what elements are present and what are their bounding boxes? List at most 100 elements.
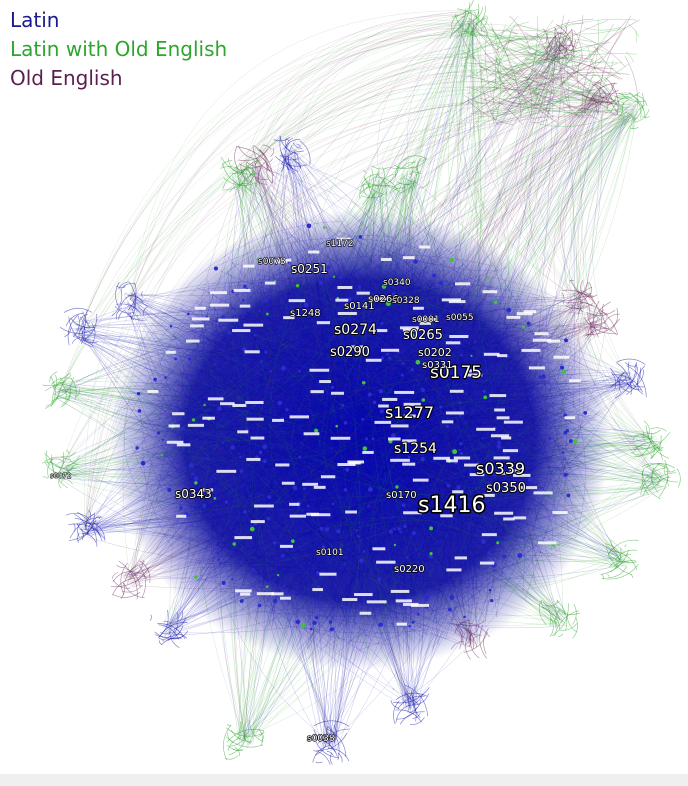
- graph-node: [217, 558, 221, 562]
- minor-node-label: [209, 303, 230, 307]
- minor-node-label: [390, 424, 409, 428]
- graph-node: [292, 485, 298, 491]
- minor-node-label: [303, 432, 320, 436]
- graph-node: [538, 375, 542, 379]
- graph-node: [546, 457, 550, 461]
- graph-node: [336, 529, 341, 534]
- minor-node-label: [308, 250, 320, 254]
- graph-node: [506, 307, 512, 313]
- graph-node: [264, 298, 269, 303]
- minor-node-label: [207, 397, 224, 401]
- minor-node-label: [388, 437, 401, 441]
- graph-node: [345, 467, 350, 472]
- minor-node-label: [494, 511, 514, 515]
- minor-node-label: [243, 264, 255, 268]
- minor-node-label: [372, 547, 386, 551]
- minor-node-label: [190, 324, 204, 328]
- graph-node: [253, 333, 257, 337]
- node-label-s0265: s0265: [403, 328, 443, 343]
- minor-node-label: [279, 544, 293, 548]
- minor-node-label: [356, 291, 370, 295]
- graph-node: [331, 502, 335, 506]
- graph-node: [559, 365, 565, 370]
- minor-node-label: [331, 391, 344, 395]
- minor-node-label: [319, 380, 331, 384]
- minor-node-label: [489, 394, 507, 398]
- graph-node: [315, 570, 320, 575]
- graph-node: [230, 445, 235, 450]
- minor-node-label: [564, 416, 576, 420]
- graph-node: [187, 357, 192, 361]
- graph-node: [479, 310, 482, 313]
- minor-node-label: [441, 298, 461, 302]
- graph-node: [335, 424, 339, 428]
- graph-node: [413, 259, 418, 264]
- graph-node: [264, 350, 268, 354]
- graph-node: [396, 567, 400, 572]
- graph-node: [300, 622, 306, 628]
- node-label-s0328: s0328: [392, 296, 420, 306]
- minor-node-label: [320, 475, 336, 479]
- graph-node: [174, 357, 177, 361]
- minor-node-label: [516, 312, 533, 316]
- graph-node: [541, 374, 546, 379]
- graph-node: [408, 624, 411, 628]
- graph-node: [361, 380, 366, 385]
- node-label-s0343: s0343: [175, 487, 212, 501]
- minor-node-label: [245, 400, 264, 404]
- minor-node-label: [250, 520, 265, 524]
- graph-node: [328, 620, 333, 624]
- minor-node-label: [513, 473, 531, 477]
- minor-node-label: [552, 511, 568, 515]
- graph-node: [416, 612, 420, 616]
- minor-node-label: [289, 415, 309, 419]
- minor-node-label: [201, 488, 214, 492]
- minor-node-label: [533, 491, 553, 495]
- minor-node-label: [337, 311, 357, 315]
- node-label-s0101: s0101: [316, 548, 344, 558]
- graph-node: [180, 426, 185, 431]
- graph-node: [187, 312, 190, 316]
- graph-node: [470, 354, 473, 357]
- graph-node: [493, 471, 498, 477]
- graph-node: [496, 541, 500, 545]
- minor-node-label: [455, 282, 471, 286]
- graph-node: [295, 284, 300, 288]
- graph-node: [379, 409, 384, 414]
- minor-node-label: [506, 315, 521, 319]
- legend-latin-old-english: Latin with Old English: [10, 37, 228, 61]
- minor-node-label: [210, 291, 228, 295]
- minor-node-label: [452, 490, 464, 494]
- graph-node: [269, 370, 272, 373]
- graph-node: [285, 408, 289, 412]
- minor-node-label: [312, 588, 323, 592]
- graph-node: [385, 301, 391, 307]
- minor-node-label: [271, 592, 284, 596]
- graph-node: [367, 487, 373, 492]
- graph-node: [395, 485, 399, 489]
- graph-node: [243, 510, 247, 514]
- graph-node: [460, 353, 463, 357]
- graph-node: [202, 503, 207, 508]
- graph-node: [481, 437, 484, 440]
- graph-node: [432, 273, 437, 278]
- graph-node: [429, 552, 433, 556]
- minor-node-label: [362, 450, 374, 454]
- graph-node: [314, 615, 319, 620]
- minor-node-label: [280, 596, 291, 600]
- graph-node: [377, 577, 382, 582]
- graph-node: [502, 554, 507, 559]
- minor-node-label: [176, 443, 191, 447]
- graph-node: [136, 391, 141, 396]
- graph-node: [161, 438, 164, 441]
- graph-node: [156, 431, 161, 435]
- minor-node-label: [337, 463, 356, 467]
- node-label-s0340: s0340: [383, 278, 411, 288]
- node-label-s0220: s0220: [394, 564, 425, 575]
- minor-node-label: [194, 306, 206, 310]
- graph-node: [502, 339, 507, 344]
- graph-node: [326, 265, 331, 270]
- graph-node: [314, 428, 319, 433]
- graph-node: [463, 615, 466, 619]
